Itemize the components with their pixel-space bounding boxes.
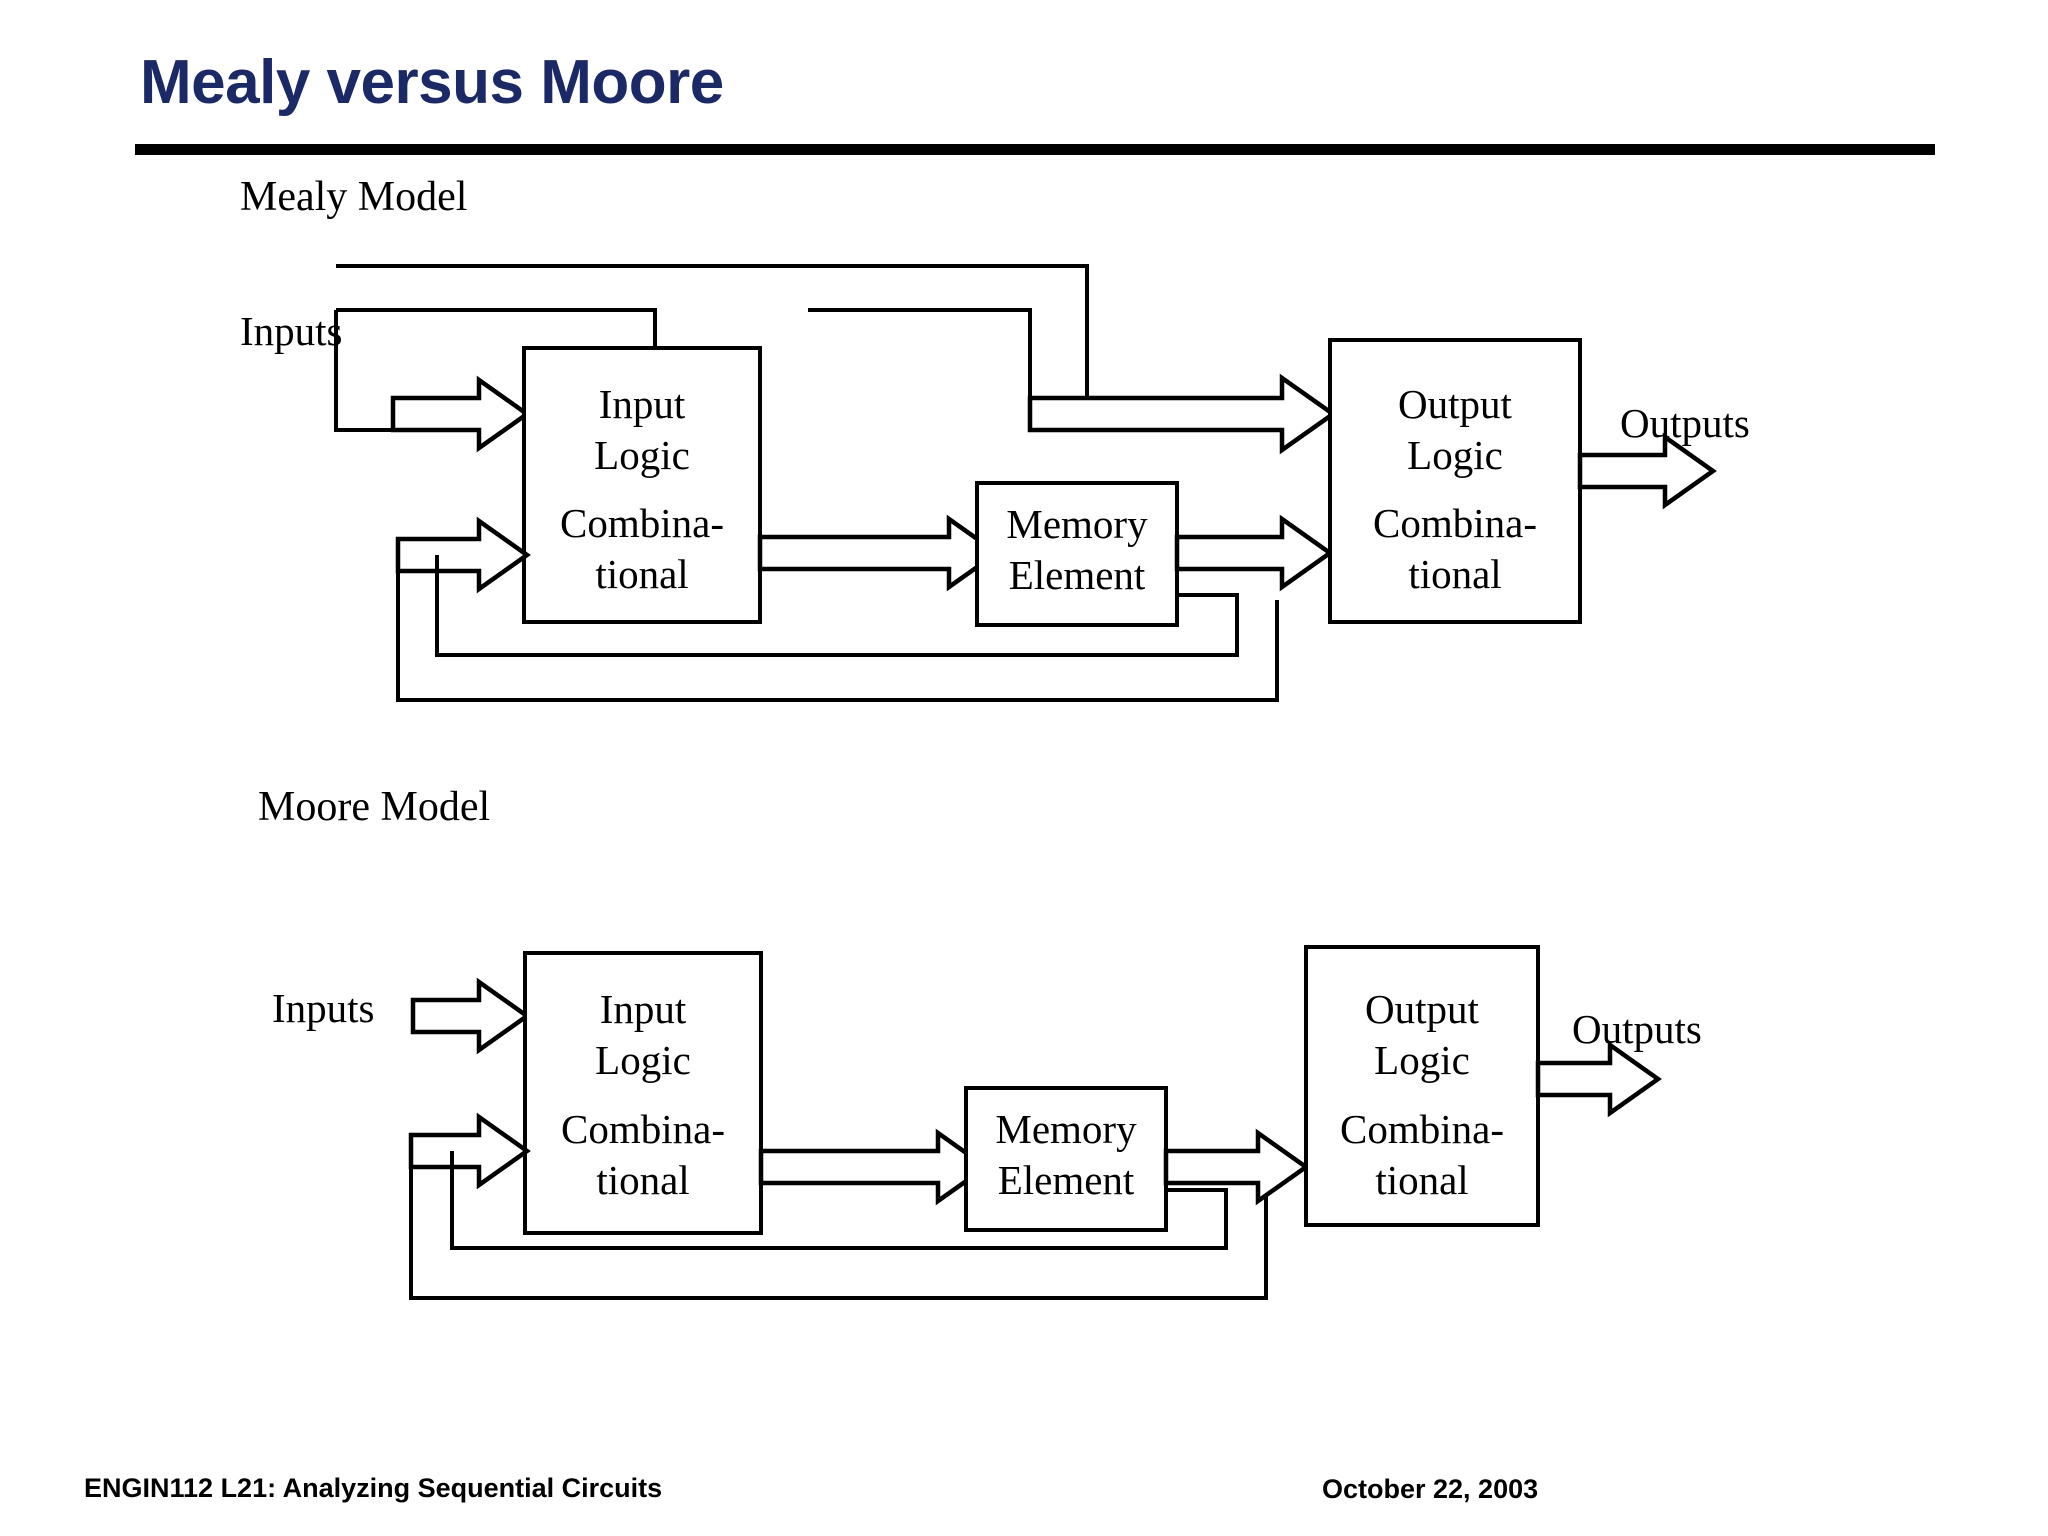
mealy-top-feedback-wire (336, 264, 1089, 404)
moore-outer-state-feedback-wire (409, 1151, 1268, 1300)
moore-output-logic-line2: Logic (1374, 1037, 1470, 1083)
mealy-outputs-label: Outputs (1620, 400, 1750, 446)
mealy-inputlogic-to-memory-arrow (757, 514, 1001, 592)
mealy-memory-to-outputlogic-arrow (1174, 514, 1334, 592)
mealy-outputs-block-arrow (1577, 432, 1717, 510)
moore-input-logic-line4: tional (596, 1157, 689, 1203)
moore-memory-element-box (964, 1086, 1168, 1232)
mealy-memory-element-box (975, 481, 1179, 627)
mealy-memory-line1: Memory (1006, 501, 1148, 547)
moore-inputs-block-arrow (410, 977, 531, 1055)
moore-model-group: Moore Model Inputs Input Logic Combina- … (258, 784, 1702, 1300)
mealy-input-logic-line2: Logic (594, 432, 690, 478)
mealy-output-logic-line2: Logic (1407, 432, 1503, 478)
moore-inputlogic-to-memory-arrow (758, 1128, 990, 1206)
mealy-output-logic-line3: Combina- (1373, 500, 1537, 546)
title-area: Mealy versus Moore (135, 48, 1940, 162)
mealy-input-to-output-rail (808, 308, 1032, 427)
footer-date-label: October 22, 2003 (1322, 1474, 1539, 1504)
moore-memory-to-outputlogic-arrow (1163, 1128, 1310, 1206)
mealy-state-feedback-block-arrow (395, 516, 531, 594)
moore-outputs-label: Outputs (1572, 1006, 1702, 1052)
moore-input-logic-line2: Logic (595, 1037, 691, 1083)
mealy-to-outputlogic-block-arrow (1027, 373, 1337, 455)
footer-course-label: ENGIN112 L21: Analyzing Sequential Circu… (84, 1473, 663, 1503)
moore-input-logic-box (523, 951, 763, 1235)
mealy-input-logic-line3: Combina- (560, 500, 724, 546)
moore-model-label: Moore Model (258, 784, 490, 830)
moore-output-logic-line3: Combina- (1340, 1106, 1504, 1152)
mealy-inputs-label: Inputs (240, 308, 343, 354)
moore-output-logic-line4: tional (1375, 1157, 1468, 1203)
mealy-model-label: Mealy Model (240, 174, 467, 220)
mealy-outer-state-feedback-wire (396, 555, 1279, 702)
moore-output-logic-line1: Output (1365, 986, 1480, 1032)
moore-input-logic-line3: Combina- (561, 1106, 725, 1152)
mealy-memory-line2: Element (1009, 552, 1146, 598)
moore-memory-line2: Element (998, 1157, 1135, 1203)
mealy-output-logic-line4: tional (1408, 551, 1501, 597)
moore-outputs-block-arrow (1535, 1040, 1662, 1118)
moore-memory-line1: Memory (995, 1106, 1137, 1152)
mealy-model-group: Mealy Model Inputs Input Logic Combina- … (240, 174, 1750, 702)
mealy-inner-state-feedback-wire (435, 555, 1239, 657)
moore-state-feedback-block-arrow (408, 1112, 531, 1190)
moore-inner-state-feedback-wire (450, 1151, 1228, 1250)
mealy-input-logic-line4: tional (595, 551, 688, 597)
page-title: Mealy versus Moore (140, 48, 724, 117)
mealy-input-logic-box (522, 346, 762, 624)
moore-inputs-label: Inputs (272, 985, 375, 1031)
mealy-inputs-block-arrow (390, 375, 531, 453)
mealy-output-logic-box (1328, 338, 1582, 624)
mealy-output-logic-line1: Output (1398, 381, 1513, 427)
moore-input-logic-line1: Input (600, 986, 687, 1032)
title-underline-rule (135, 144, 1935, 155)
mealy-input-logic-line1: Input (599, 381, 686, 427)
moore-output-logic-box (1304, 945, 1540, 1227)
